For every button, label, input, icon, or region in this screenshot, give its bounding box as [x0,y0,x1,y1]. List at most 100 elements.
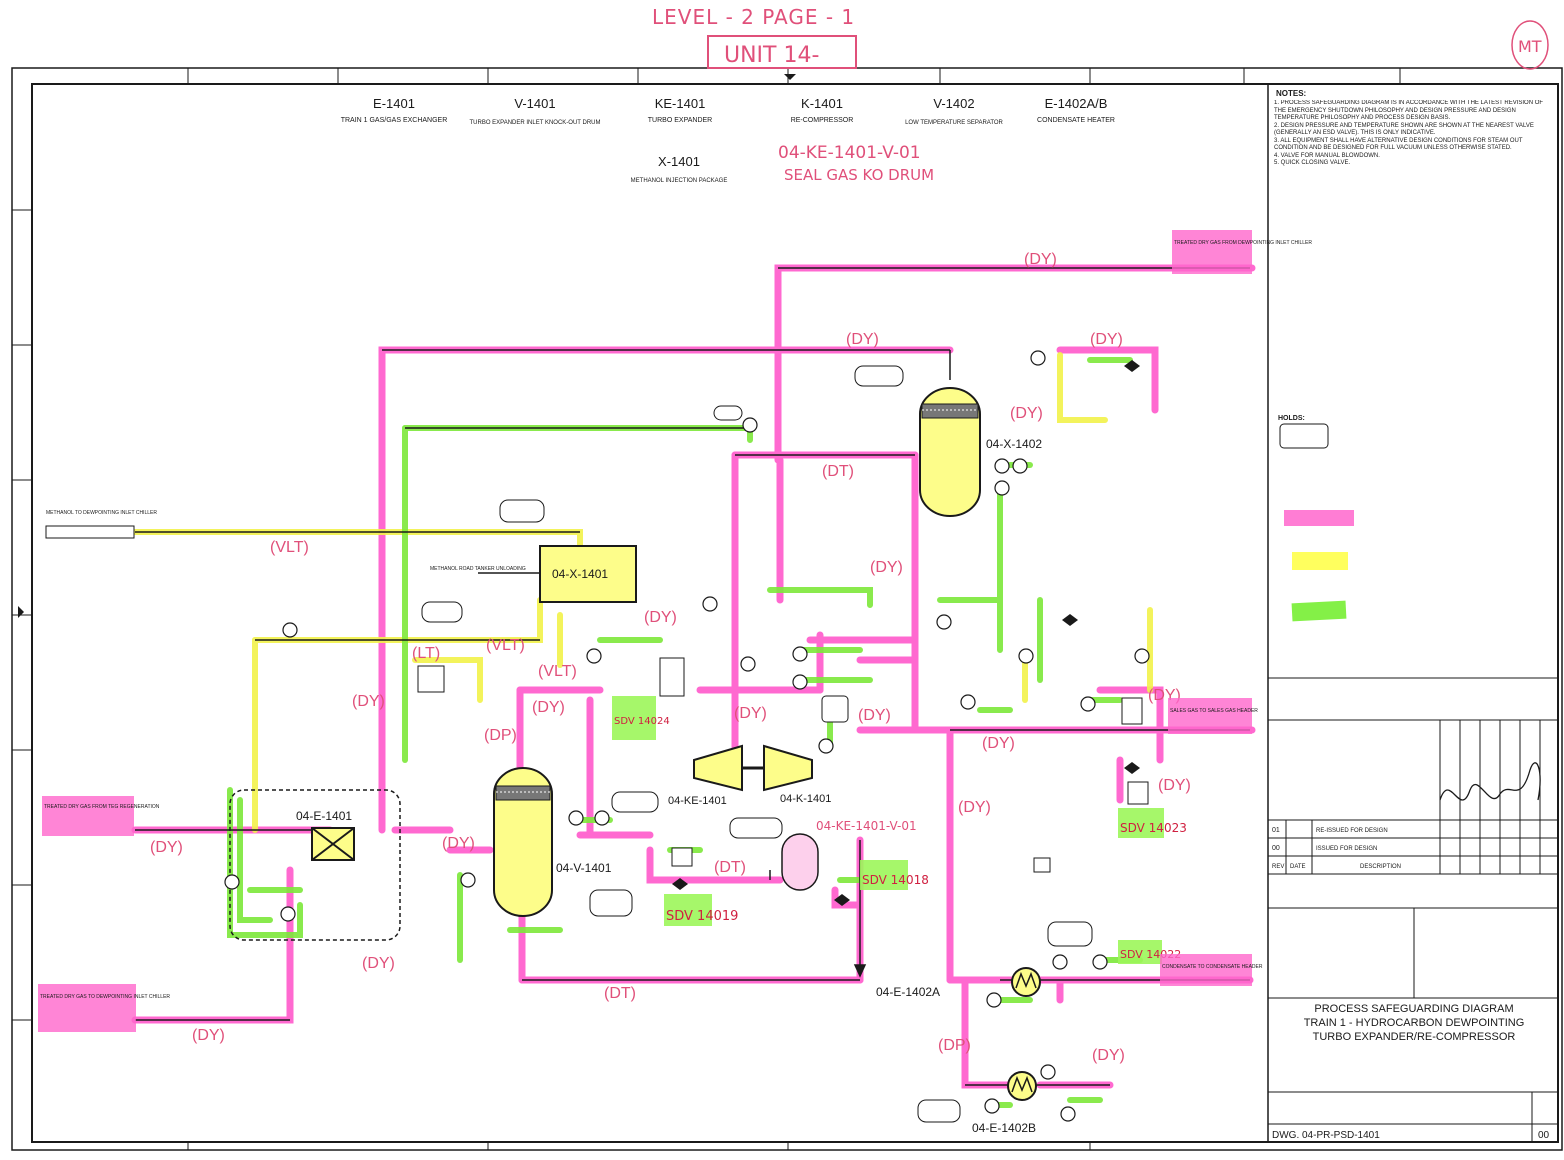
instrument-bubbles [224,350,1150,1122]
equip-desc-v1401: TURBO EXPANDER INLET KNOCK-OUT DRUM [469,120,600,126]
flow-labels: (DY) (DY) (DY) (DY) (DT) (VLT) (DY) (DY)… [150,251,1191,1064]
flow-label-vlt-2: (VLT) [486,637,525,654]
tag-x1401: 04-X-1401 [552,567,608,581]
vessel-v1401 [493,767,553,917]
package-x1401 [539,545,637,603]
equip-tag-x1401: X-1401 [658,154,700,169]
holds-heading: HOLDS: [1278,415,1305,422]
title-block [1268,907,1558,1142]
connector-condensate: CONDENSATE TO CONDENSATE HEADER [1162,964,1263,970]
flow-label-dt-1: (DT) [822,463,854,480]
notes-panel: NOTES: 1. PROCESS SAFEGUARDING DIAGRAM I… [1274,89,1544,422]
equip-tag-v1402: V-1402 [933,96,974,111]
flow-label-vlt-3: (VLT) [538,663,577,680]
small-instrument-boxes [417,365,1329,1123]
initials: MT [1518,37,1542,56]
flow-label-dy-9: (DY) [734,705,767,722]
flow-label-dt-2: (DT) [714,859,746,876]
connector-treated-from: TREATED DRY GAS FROM TEG REGENERATION [44,804,160,810]
notes-heading: NOTES: [1276,89,1306,98]
note-item: 2. DESIGN PRESSURE AND TEMPERATURE SHOWN… [1274,122,1534,137]
sdv-tag-14019: SDV 14019 [666,909,738,924]
legend-swatch-magenta [1284,510,1354,526]
note-item: 5. QUICK CLOSING VALVE. [1274,160,1351,166]
revision-block [1267,677,1558,875]
flow-label-dy-13: (DY) [1158,777,1191,794]
flow-label-dy-7: (DY) [352,693,385,710]
magenta-lines [131,264,1256,1089]
sdv-tag-14024: SDV 14024 [614,716,670,727]
tag-e1402b: 04-E-1402B [972,1121,1036,1135]
connector-methanol: METHANOL TO DEWPOINTING INLET CHILLER [46,510,157,516]
flow-label-dt-3: (DT) [604,985,636,1002]
equip-desc-ke1401: TURBO EXPANDER [648,117,712,124]
legend-swatch-yellow [1292,552,1348,570]
tag-e1402a: 04-E-1402A [876,985,940,999]
flow-label-dp-1: (DP) [484,727,517,744]
equip-desc-e1401: TRAIN 1 GAS/GAS EXCHANGER [341,117,448,124]
highlight-legend [1284,510,1354,622]
connector-treated-dry-gas-top: TREATED DRY GAS FROM DEWPOINTING INLET C… [1174,240,1312,246]
rev-row-1-rev: 01 [1272,827,1280,834]
tag-k1401: 04-K-1401 [780,793,831,805]
flow-label-dy-3: (DY) [1090,331,1123,348]
rev-row-2-desc: ISSUED FOR DESIGN [1316,846,1377,852]
flow-label-dy-18: (DY) [192,1027,225,1044]
flow-label-dp-2: (DP) [938,1037,971,1054]
equip-tag-e1402ab: E-1402A/B [1045,96,1108,111]
connector-methanol-receive: METHANOL ROAD TANKER UNLOADING [430,566,526,572]
heater-e1402a [1011,967,1041,997]
flow-label-dy-4: (DY) [1010,405,1043,422]
signature-scribble [1439,762,1541,801]
flow-label-vlt-1: (VLT) [270,539,309,556]
turbo-expander-recompressor [693,744,813,792]
drawing-number: DWG. 04-PR-PSD-1401 [1272,1130,1380,1141]
rev-header-rev: REV [1272,864,1284,870]
level-page-note: LEVEL - 2 PAGE - 1 [652,5,855,29]
flow-label-dy-2: (DY) [846,331,879,348]
rev-row-1-desc: RE-ISSUED FOR DESIGN [1316,828,1388,834]
note-seal-gas-tag: 04-KE-1401-V-01 [778,143,921,163]
title-line-1: PROCESS SAFEGUARDING DIAGRAM [1314,1003,1513,1015]
equip-desc-e1402ab: CONDENSATE HEATER [1037,117,1115,124]
valve-symbols [672,360,1140,906]
flow-label-dy-16: (DY) [150,839,183,856]
note-item: 3. ALL EQUIPMENT SHALL HAVE ALTERNATIVE … [1274,137,1523,152]
flow-label-dy-8: (DY) [532,699,565,716]
equip-desc-k1401: RE-COMPRESSOR [791,117,854,124]
equipment-list: E-1401 TRAIN 1 GAS/GAS EXCHANGER V-1401 … [341,96,1115,184]
drawing-revision: 00 [1538,1130,1550,1141]
flow-label-dy-1: (DY) [1024,251,1057,268]
equip-tag-e1401: E-1401 [373,96,415,111]
note-item: 4. VALVE FOR MANUAL BLOWDOWN. [1274,152,1380,159]
sdv-tag-14018: SDV 14018 [862,873,929,887]
tag-ke1401-v01: 04-KE-1401-V-01 [816,819,917,833]
note-item: 1. PROCESS SAFEGUARDING DIAGRAM IS IN AC… [1274,100,1544,121]
vessel-v1402 [919,387,981,517]
title-text: PROCESS SAFEGUARDING DIAGRAM TRAIN 1 - H… [1304,1003,1525,1043]
flow-label-dy-11: (DY) [982,735,1015,752]
equip-desc-v1402: LOW TEMPERATURE SEPARATOR [905,120,1003,126]
flow-label-dy-17: (DY) [362,955,395,972]
tag-ke1401: 04-KE-1401 [668,795,727,807]
tag-v1401: 04-V-1401 [556,861,612,875]
tag-e1401: 04-E-1401 [296,809,352,823]
connector-sales-gas: SALES GAS TO SALES GAS HEADER [1170,708,1258,714]
rev-header-date: DATE [1290,864,1306,870]
rev-header-desc: DESCRIPTION [1360,864,1401,870]
flow-label-dy-10: (DY) [858,707,891,724]
note-seal-gas-desc: SEAL GAS KO DRUM [784,166,934,184]
title-line-2: TRAIN 1 - HYDROCARBON DEWPOINTING [1304,1017,1525,1029]
flow-label-dy-15: (DY) [442,835,475,852]
off-page-connectors: TREATED DRY GAS FROM DEWPOINTING INLET C… [38,230,1312,1032]
process-lines [135,267,1250,1086]
flow-label-lt-1: (LT) [412,645,440,662]
heater-e1402b [1007,1071,1037,1101]
unit-label: UNIT 14- [724,43,819,68]
equip-desc-x1401: METHANOL INJECTION PACKAGE [631,178,728,184]
legend-swatch-green [1291,600,1347,622]
unit-box [707,35,857,69]
initials-circle [1511,20,1549,70]
